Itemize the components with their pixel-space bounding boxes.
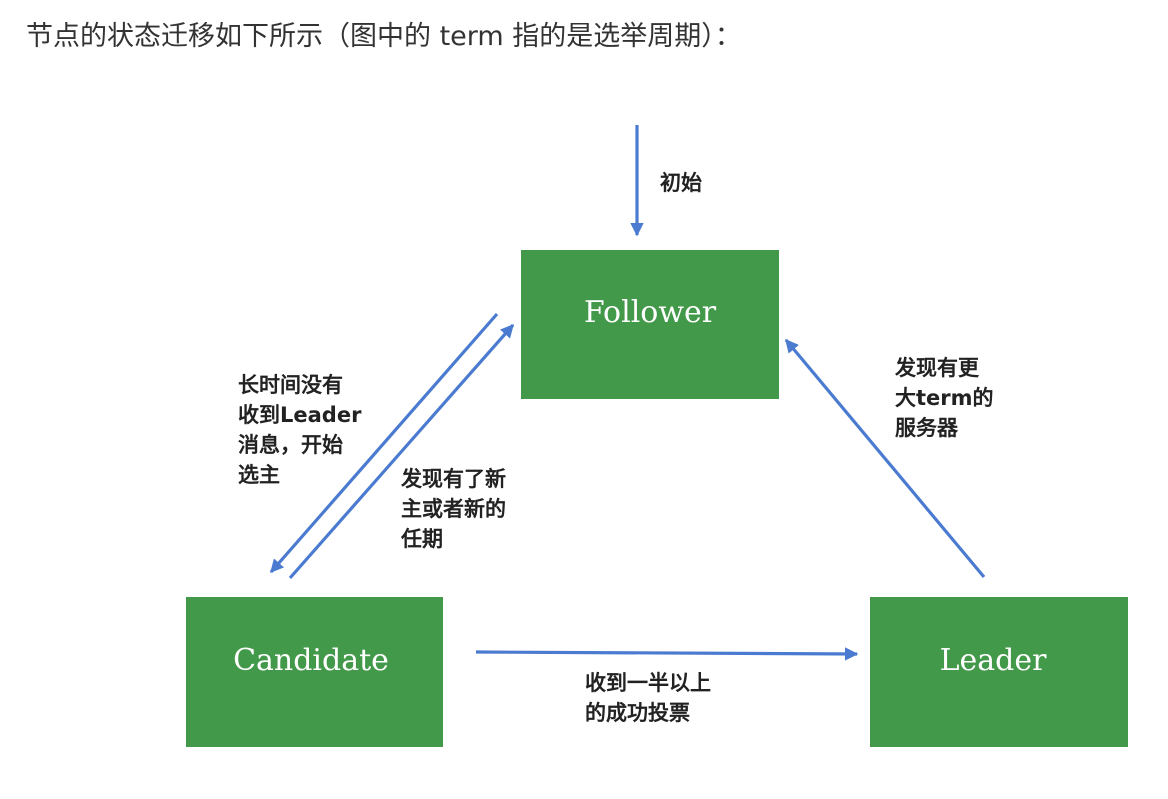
follower-label: Follower xyxy=(584,295,717,330)
edge-label-line: 服务器 xyxy=(895,416,959,440)
node-leader: Leader xyxy=(870,597,1128,747)
page-heading: 节点的状态迁移如下所示（图中的 term 指的是选举周期）： xyxy=(26,21,742,52)
candidate-to-follower-label: 发现有了新 主或者新的 任期 xyxy=(400,467,506,551)
edge-label-line: 发现有了新 xyxy=(400,467,506,491)
candidate-box xyxy=(186,597,443,747)
candidate-label: Candidate xyxy=(233,643,389,678)
edge-label-line: 收到一半以上 xyxy=(585,671,711,695)
edge-label-line: 任期 xyxy=(400,527,443,551)
leader-label: Leader xyxy=(940,643,1048,678)
edge-label-line: 大term的 xyxy=(895,386,994,410)
candidate-to-leader-label: 收到一半以上 的成功投票 xyxy=(585,671,711,725)
follower-to-candidate-arrow xyxy=(269,312,499,574)
node-candidate: Candidate xyxy=(186,597,443,747)
edge-label-line: 发现有更 xyxy=(894,356,980,380)
initial-label: 初始 xyxy=(660,171,702,195)
leader-to-follower-label: 发现有更 大term的 服务器 xyxy=(894,356,994,440)
edge-label-line: 主或者新的 xyxy=(401,497,506,521)
edge-label-line: 选主 xyxy=(238,463,280,487)
follower-to-candidate-label: 长时间没有 收到Leader 消息，开始 选主 xyxy=(238,373,362,487)
edge-label-line: 收到Leader xyxy=(238,403,362,427)
leader-to-follower-arrow xyxy=(784,338,986,579)
node-follower: Follower xyxy=(521,250,779,399)
follower-box xyxy=(521,250,779,399)
leader-box xyxy=(870,597,1128,747)
edge-label-line: 的成功投票 xyxy=(585,701,690,725)
edge-label-line: 长时间没有 xyxy=(238,373,343,397)
candidate-to-follower-arrow xyxy=(288,323,515,580)
edge-label-line: 消息，开始 xyxy=(238,433,343,457)
candidate-to-leader-arrow xyxy=(475,647,859,661)
